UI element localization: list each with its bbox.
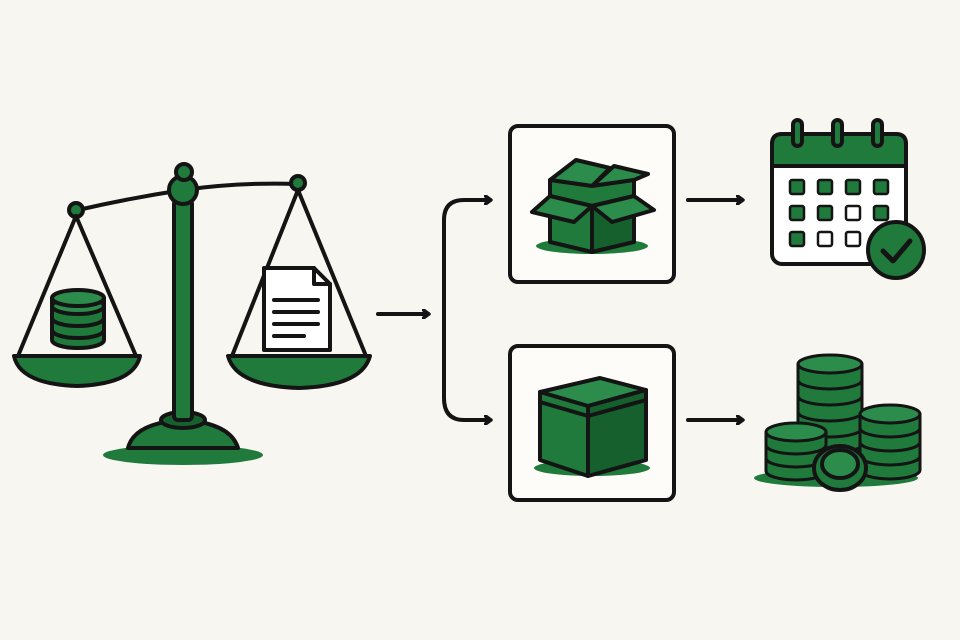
open-box-icon: [530, 158, 656, 254]
check-mark-icon: [880, 238, 913, 264]
balance-scale-icon: [12, 162, 372, 465]
document-icon: [262, 266, 332, 352]
calendar-day-cell: [816, 204, 834, 222]
closed-box-icon: [534, 376, 650, 478]
scale-top-knob: [174, 162, 194, 182]
calendar-day-cell: [816, 230, 834, 248]
calendar-day-cell: [788, 230, 806, 248]
coin-top: [764, 421, 828, 443]
scale-left-pan: [12, 354, 142, 388]
scale-left-string-b: [74, 214, 138, 358]
calendar-grid: [788, 178, 890, 248]
calendar-day-cell: [816, 178, 834, 196]
calendar-day-cell: [872, 178, 890, 196]
scale-pillar: [172, 198, 194, 422]
scale-left-string-a: [16, 214, 78, 358]
calendar-rings: [791, 118, 884, 148]
coin-stacks-icon: [754, 353, 922, 492]
connector-group: [376, 200, 742, 420]
calendar-check-icon: [770, 118, 926, 280]
calendar-day-cell: [788, 204, 806, 222]
scale-right-pan: [226, 354, 372, 390]
coin-top: [858, 403, 922, 425]
open-box-card: [508, 124, 676, 284]
loose-coin: [812, 444, 868, 492]
scale-right-end: [289, 174, 307, 192]
arrow-branch-upper: [442, 200, 490, 316]
calendar-day-cell: [872, 204, 890, 222]
calendar-day-cell: [844, 230, 862, 248]
coin-stack-icon: [50, 288, 106, 350]
coin-top: [796, 353, 864, 375]
closed-box-card: [508, 344, 676, 502]
check-badge: [866, 220, 926, 280]
calendar-day-cell: [844, 204, 862, 222]
calendar-day-cell: [844, 178, 862, 196]
scale-right-string-b: [296, 188, 368, 358]
coin-stack-right: [858, 403, 922, 481]
calendar-day-cell: [788, 178, 806, 196]
arrow-branch-lower: [442, 312, 490, 420]
